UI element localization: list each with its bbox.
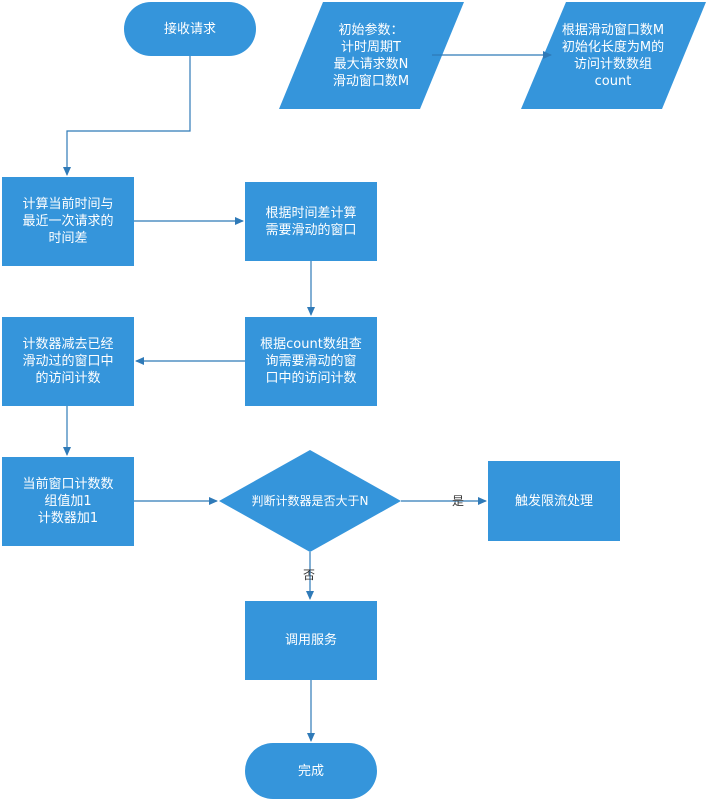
increment-node: 当前窗口计数数 组值加1 计数器加1 [22,477,114,526]
init-params-node: 初始参数： 计时周期T 最大请求数N 滑动窗口数M [332,22,410,89]
calc-windows-shape [245,182,377,261]
start-node: 接收请求 [163,21,216,37]
edge-start-to-calc-time-diff [63,56,191,176]
calc-windows-node: 根据时间差计算 需要滑动的窗口 [265,205,357,238]
init-array-parallelogram [521,2,706,109]
decision-node: 判断计数器是否大于N [251,493,369,508]
rate-limit-shape [488,461,620,541]
rate-limit-node: 触发限流处理 [514,493,593,509]
init-params-parallelogram [279,2,464,109]
subtract-count-shape [2,317,134,406]
edge-label-yes: 是 [452,494,465,508]
end-terminator-shape [245,743,377,799]
call-service-shape [245,601,377,680]
increment-shape [2,457,134,546]
query-count-node: 根据count数组查 询需要滑动的窗 口中的访问计数 [260,337,362,386]
call-service-node: 调用服务 [284,633,337,648]
calc-time-diff-shape [2,177,134,266]
subtract-count-node: 计数器减去已经 滑动过的窗口中 的访问计数 [22,337,114,386]
decision-diamond [219,450,401,552]
edge-label-no: 否 [303,568,316,582]
query-count-shape [245,317,377,406]
calc-time-diff-node: 计算当前时间与 最近一次请求的 时间差 [22,197,114,246]
init-array-node: 根据滑动窗口数M 初始化长度为M的 访问计数数组 count [561,22,665,89]
end-node: 完成 [297,763,324,779]
start-terminator-shape [124,2,256,56]
